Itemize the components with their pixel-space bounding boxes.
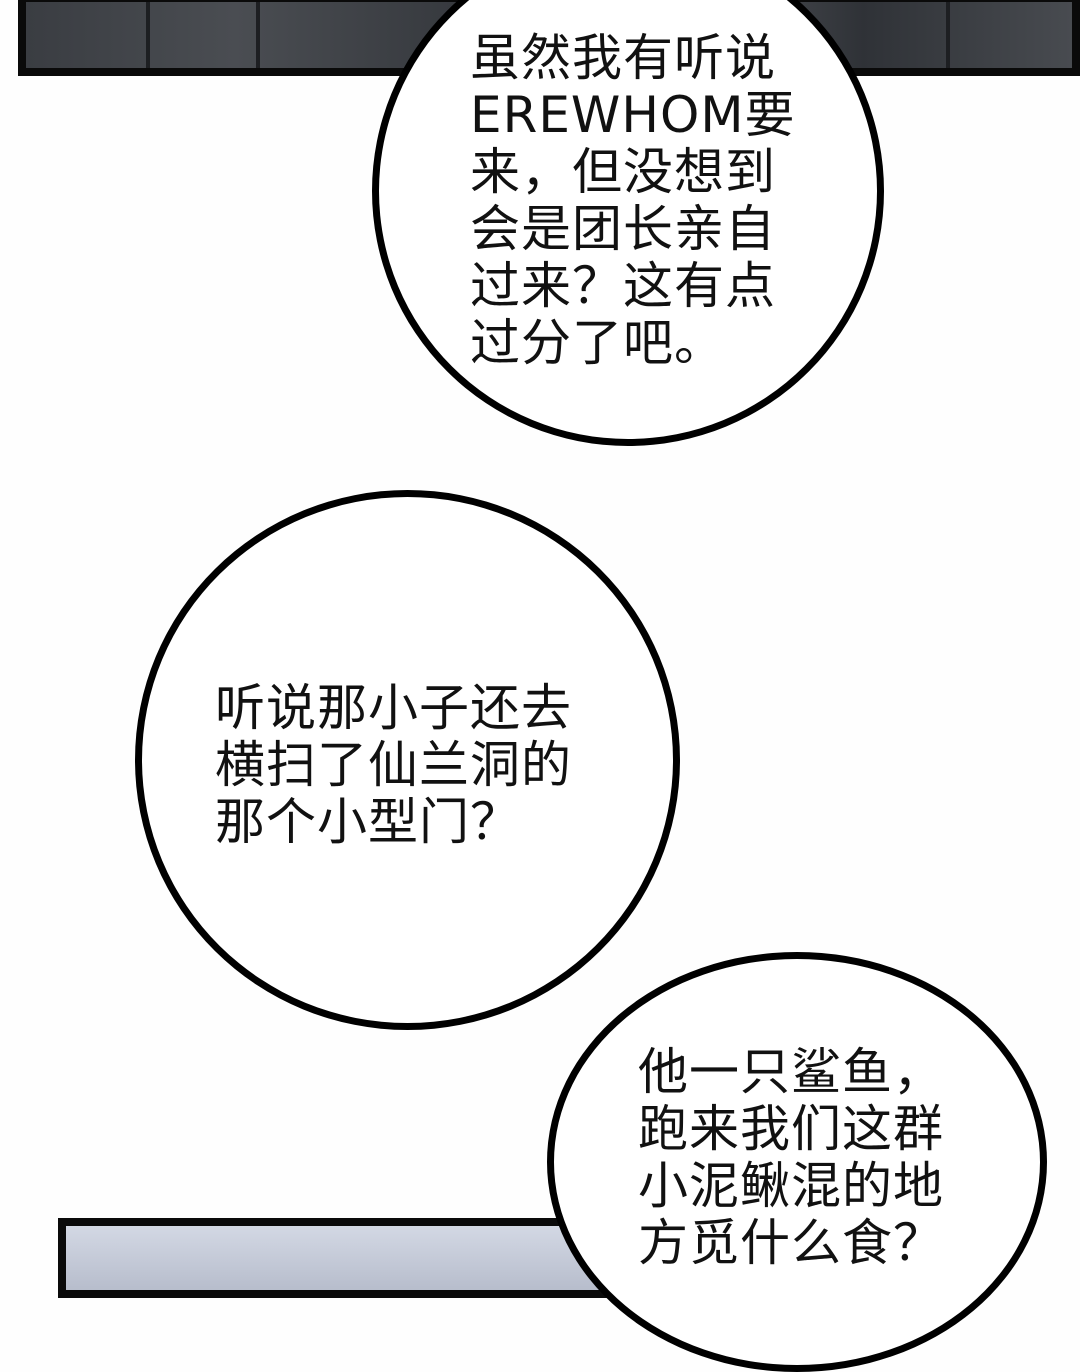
- speech-bubble-1-text: 虽然我有听说 EREWHOM要 来，但没想到 会是团长亲自 过来？这有点 过分了…: [470, 29, 796, 372]
- panel-detail-line: [946, 2, 950, 68]
- speech-bubble-2-text: 听说那小子还去 横扫了仙兰洞的 那个小型门？: [215, 679, 572, 851]
- speech-bubble-1: [372, 0, 884, 446]
- speech-bubble-2: [135, 490, 680, 1030]
- panel-detail-line: [146, 2, 150, 68]
- speech-bubble-3-text: 他一只鲨鱼， 跑来我们这群 小泥鳅混的地 方觅什么食？: [638, 1043, 944, 1272]
- panel-detail-line: [256, 2, 260, 68]
- bottom-comic-panel: [58, 1218, 618, 1298]
